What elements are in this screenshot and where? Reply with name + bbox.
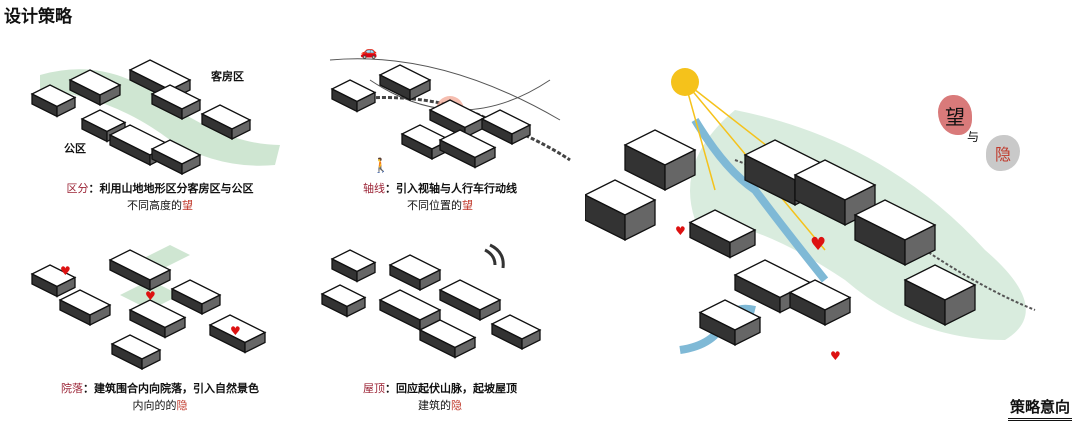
yu-text: 与 bbox=[967, 130, 980, 144]
caption-desc: ：利用山地地形区分客房区与公区 bbox=[88, 182, 254, 195]
building-block bbox=[454, 336, 476, 359]
building-block bbox=[356, 91, 376, 113]
building-block bbox=[201, 293, 221, 316]
building-block bbox=[944, 283, 976, 327]
building-block bbox=[56, 276, 76, 298]
car-icon: 🚗 bbox=[360, 44, 377, 60]
roof-diagram bbox=[320, 243, 542, 359]
svg-text:♥: ♥ bbox=[810, 234, 826, 255]
strategy-illustration: ♥ ♥ ♥ bbox=[585, 68, 1036, 363]
caption-roof: 屋顶：回应起伏山脉，起坡屋顶 建筑的隐 bbox=[363, 382, 517, 412]
page-title: 设计策略 bbox=[4, 7, 72, 27]
yin-badge: 隐 bbox=[986, 135, 1020, 171]
building-block bbox=[356, 261, 376, 283]
label-guest-zone: 客房区 bbox=[211, 70, 244, 83]
svg-text:♥: ♥ bbox=[145, 289, 156, 303]
courtyard-diagram: ♥ ♥ ♥ bbox=[30, 245, 267, 370]
caption-zoning: 区分：利用山地地形区分客房区与公区 不同高度的望 bbox=[10, 180, 310, 214]
svg-text:♥: ♥ bbox=[675, 224, 686, 238]
building-block bbox=[521, 328, 541, 351]
axis-diagram: 🚗 🚶 bbox=[329, 44, 571, 174]
building-block bbox=[141, 348, 161, 370]
wang-badge: 望 bbox=[938, 95, 972, 135]
building-block bbox=[664, 148, 696, 192]
building-block bbox=[419, 268, 441, 292]
caption-accent: 望 bbox=[182, 199, 193, 212]
building-block bbox=[231, 118, 251, 141]
building-block bbox=[99, 83, 121, 107]
zoning-diagram bbox=[30, 59, 280, 175]
pedestrian-icon: 🚶 bbox=[372, 157, 389, 174]
building-blocks bbox=[30, 59, 252, 175]
caption-sub: 不同高度的 bbox=[127, 199, 182, 212]
building-block bbox=[164, 316, 186, 339]
svg-text:♥: ♥ bbox=[60, 264, 71, 278]
building-block bbox=[409, 78, 431, 102]
building-block bbox=[181, 98, 201, 121]
building-block bbox=[734, 316, 761, 347]
building-block bbox=[244, 331, 266, 354]
footer-title: 策略意向 bbox=[1007, 396, 1072, 421]
building-block bbox=[511, 123, 531, 146]
svg-text:♥: ♥ bbox=[230, 324, 241, 338]
caption-courtyard: 院落：建筑围合内向院落，引入自然景色 内向的的隐 bbox=[61, 382, 259, 412]
building-block bbox=[89, 303, 111, 327]
wave-icon bbox=[484, 243, 505, 269]
svg-text:♥: ♥ bbox=[830, 349, 841, 363]
label-public-zone: 公区 bbox=[64, 142, 86, 155]
building-block bbox=[479, 298, 501, 322]
building-block bbox=[624, 198, 656, 242]
building-block bbox=[346, 296, 366, 318]
caption-key: 区分 bbox=[66, 182, 89, 195]
building-block bbox=[474, 146, 496, 169]
building-block bbox=[149, 268, 171, 292]
building-block bbox=[181, 153, 201, 175]
caption-axis: 轴线：引入视轴与人行车行动线 不同位置的望 bbox=[363, 182, 517, 212]
building-block bbox=[904, 223, 936, 267]
building-block bbox=[729, 228, 756, 259]
building-block bbox=[824, 296, 851, 327]
building-block bbox=[56, 96, 76, 118]
